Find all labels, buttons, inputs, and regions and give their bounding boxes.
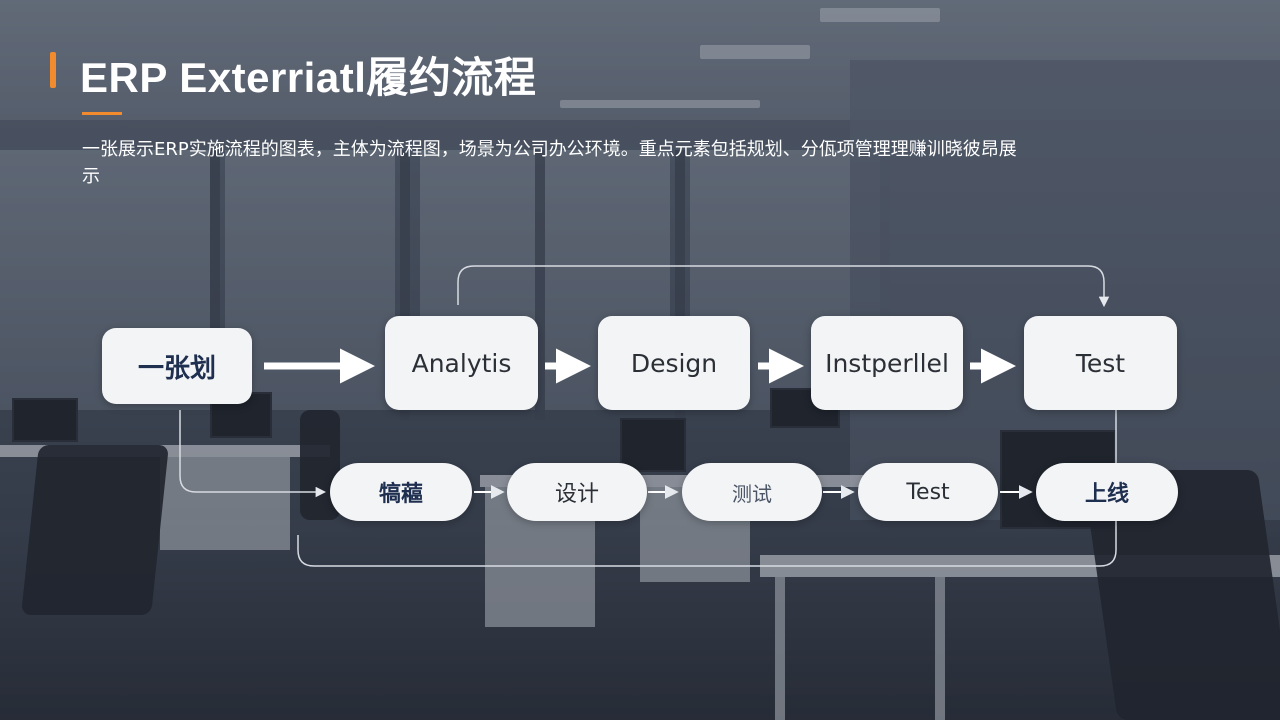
flow-node-start: 一张划: [102, 328, 252, 404]
page-subtitle: 一张展示ERP实施流程的图表，主体为流程图，场景为公司办公环境。重点元素包括规划…: [82, 139, 1017, 187]
flow-node-golive: 上线: [1036, 463, 1178, 521]
flow-node-test-cn: 测试: [682, 463, 822, 521]
window-frame: [210, 150, 220, 420]
flow-node-analysis: Analytis: [385, 316, 538, 410]
title-accent-bar: [50, 52, 56, 88]
flow-node-install: Instperllel: [811, 316, 963, 410]
page-title: ERP Exterriatl履约流程: [80, 54, 537, 101]
flow-node-prepare: 犒藲: [330, 463, 472, 521]
ceiling-light: [700, 45, 810, 59]
ceiling-light: [820, 8, 940, 22]
desk-leg: [775, 577, 785, 720]
title-underline: [82, 112, 122, 115]
desk-leg: [935, 577, 945, 720]
flow-node-design-cn: 设计: [507, 463, 647, 521]
monitor: [12, 398, 78, 442]
flow-node-test-bottom: Test: [858, 463, 998, 521]
flow-node-design: Design: [598, 316, 750, 410]
window-frame: [400, 150, 410, 420]
flow-node-test: Test: [1024, 316, 1177, 410]
ceiling-light: [560, 100, 760, 108]
